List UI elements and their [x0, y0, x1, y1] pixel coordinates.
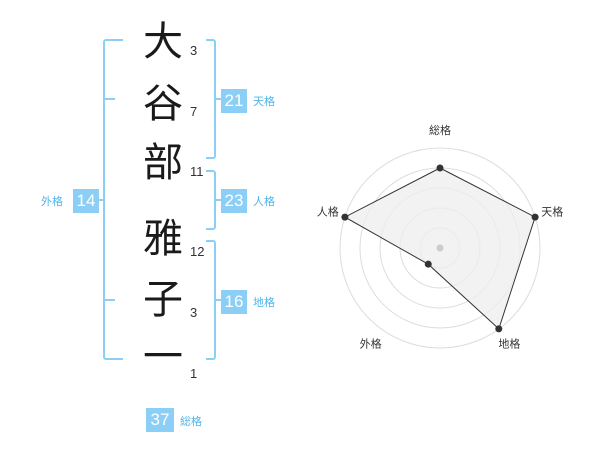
- radar-point-2: [531, 213, 539, 221]
- radar-point-5: [341, 213, 349, 221]
- soukaku-value-badge: 37: [146, 408, 174, 432]
- chikaku-label: 地格: [253, 296, 275, 309]
- gaikaku-bottom-stub: [103, 299, 115, 301]
- soukaku-label: 総格: [180, 415, 202, 428]
- stroke-count-2: 7: [190, 104, 198, 119]
- stroke-count-4: 12: [190, 244, 205, 259]
- name-char-5: 子: [143, 277, 183, 323]
- name-char-3: 部: [143, 140, 183, 186]
- chikaku-connector: [216, 299, 221, 301]
- radar-axis-label-5: 人格: [317, 205, 339, 219]
- name-char-4: 雅: [143, 216, 183, 262]
- chikaku-value-badge: 16: [221, 290, 247, 314]
- jinkaku-bracket: [206, 170, 216, 230]
- jinkaku-connector: [216, 199, 221, 201]
- radar-axis-label-4: 外格: [360, 336, 382, 350]
- radar-axis-label-2: 天格: [541, 205, 563, 219]
- gaikaku-connector: [98, 199, 104, 201]
- radar-axis-label-3: 地格: [498, 336, 520, 350]
- radar-point-4: [424, 260, 432, 268]
- gaikaku-bracket: [103, 39, 123, 360]
- stroke-count-6: 1: [190, 366, 198, 381]
- jinkaku-label: 人格: [253, 195, 275, 208]
- name-char-1: 大: [143, 19, 183, 65]
- stroke-count-1: 3: [190, 43, 198, 58]
- tenkaku-bracket: [206, 39, 216, 159]
- jinkaku-value-badge: 23: [221, 189, 247, 213]
- radar-point-1: [436, 164, 444, 172]
- tenkaku-connector: [216, 98, 221, 100]
- radar-point-3: [495, 325, 503, 333]
- name-char-6: 一: [143, 334, 183, 380]
- radar-grid-ring-5: [339, 147, 541, 349]
- radar-axis-label-1: 総格: [429, 123, 451, 137]
- stroke-count-3: 11: [190, 164, 204, 179]
- gaikaku-top-stub: [103, 98, 115, 100]
- radar-center-dot: [436, 244, 444, 252]
- chikaku-bracket: [206, 240, 216, 360]
- tenkaku-label: 天格: [253, 95, 275, 108]
- gaikaku-value-badge: 14: [73, 189, 99, 213]
- name-char-2: 谷: [143, 81, 183, 127]
- tenkaku-value-badge: 21: [221, 89, 247, 113]
- gaikaku-label: 外格: [41, 195, 63, 208]
- stroke-count-5: 3: [190, 305, 198, 320]
